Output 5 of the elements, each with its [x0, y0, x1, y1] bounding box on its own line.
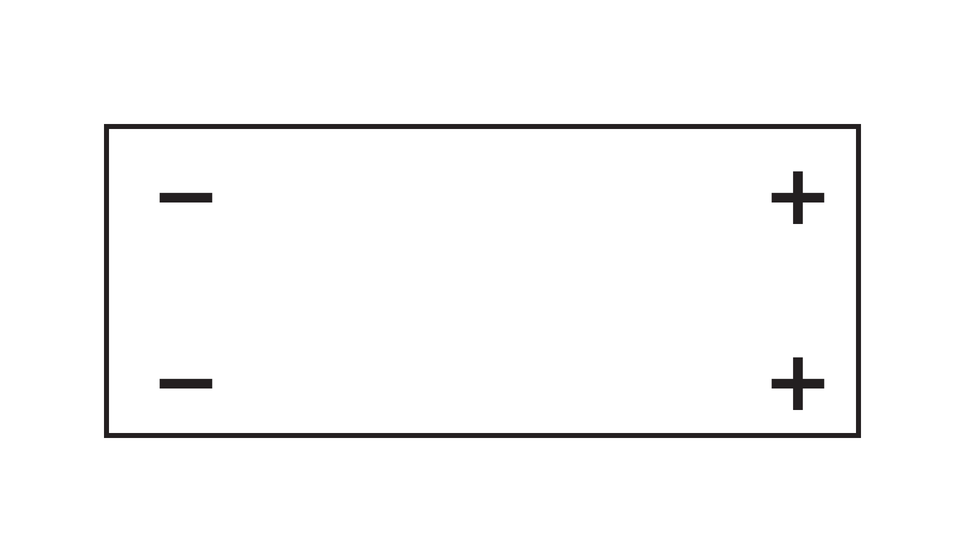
polarity-sign: + [762, 153, 834, 237]
polarity-sign: − [150, 153, 222, 237]
polarity-sign: − [150, 339, 222, 423]
terminal-box [104, 124, 861, 438]
polarity-sign: + [762, 339, 834, 423]
